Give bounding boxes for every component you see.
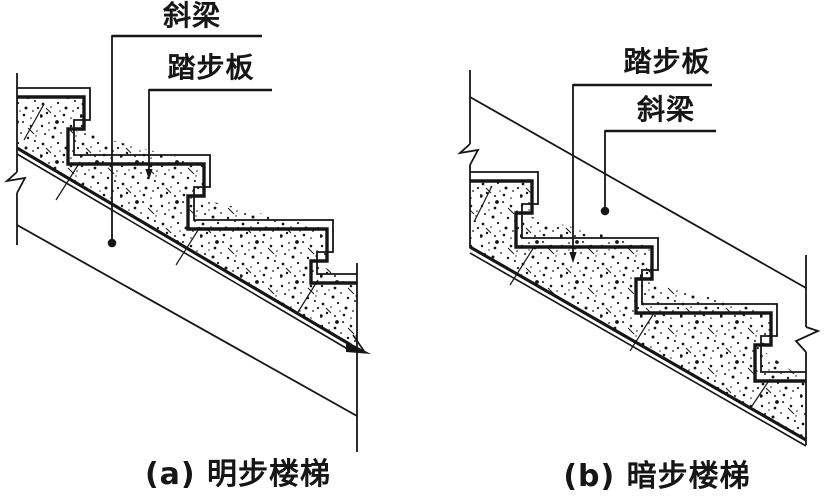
- step-profile-inner: [470, 179, 806, 383]
- caption-panel-a: (a) 明步楼梯: [144, 457, 332, 492]
- break-symbol: [346, 341, 371, 354]
- label-inclined-beam-b: 斜梁: [636, 93, 696, 126]
- joint-line: [629, 312, 655, 352]
- break-symbol: [457, 143, 480, 166]
- joint-line: [473, 185, 493, 223]
- joint-line: [749, 378, 771, 410]
- break-symbol: [4, 171, 27, 194]
- concrete-section: [470, 181, 806, 441]
- label-tread-plate-a: 踏步板: [167, 51, 255, 84]
- beam-bottom-edge: [16, 224, 358, 417]
- joint-line: [175, 226, 201, 266]
- label-inclined-beam-a: 斜梁: [162, 0, 222, 32]
- step-profile-outer: [17, 87, 357, 275]
- leader-dot: [107, 238, 117, 248]
- tread-soffit-thick: [16, 146, 352, 347]
- caption-panel-b: (b) 暗步楼梯: [563, 459, 751, 494]
- label-tread-plate-b: 踏步板: [623, 45, 711, 78]
- tread-soffit-thick: [469, 245, 807, 442]
- joint-line: [297, 279, 319, 313]
- tread-soffit-thin: [469, 252, 807, 447]
- panel-b-drawing: [457, 70, 821, 447]
- leader-dot: [600, 206, 610, 216]
- joint-line: [23, 103, 45, 141]
- panel-a-drawing: [4, 34, 371, 452]
- leader-arrowhead: [145, 169, 153, 180]
- step-profile-inner: [17, 95, 357, 285]
- joint-line: [55, 161, 81, 201]
- beam-top-edge: [469, 96, 807, 289]
- tread-soffit-thin: [16, 153, 352, 352]
- break-symbol: [352, 334, 365, 352]
- leader-arrowhead: [569, 252, 577, 263]
- step-profile-outer: [470, 171, 806, 373]
- break-symbol: [794, 326, 821, 353]
- leader-line-beam: [604, 130, 716, 211]
